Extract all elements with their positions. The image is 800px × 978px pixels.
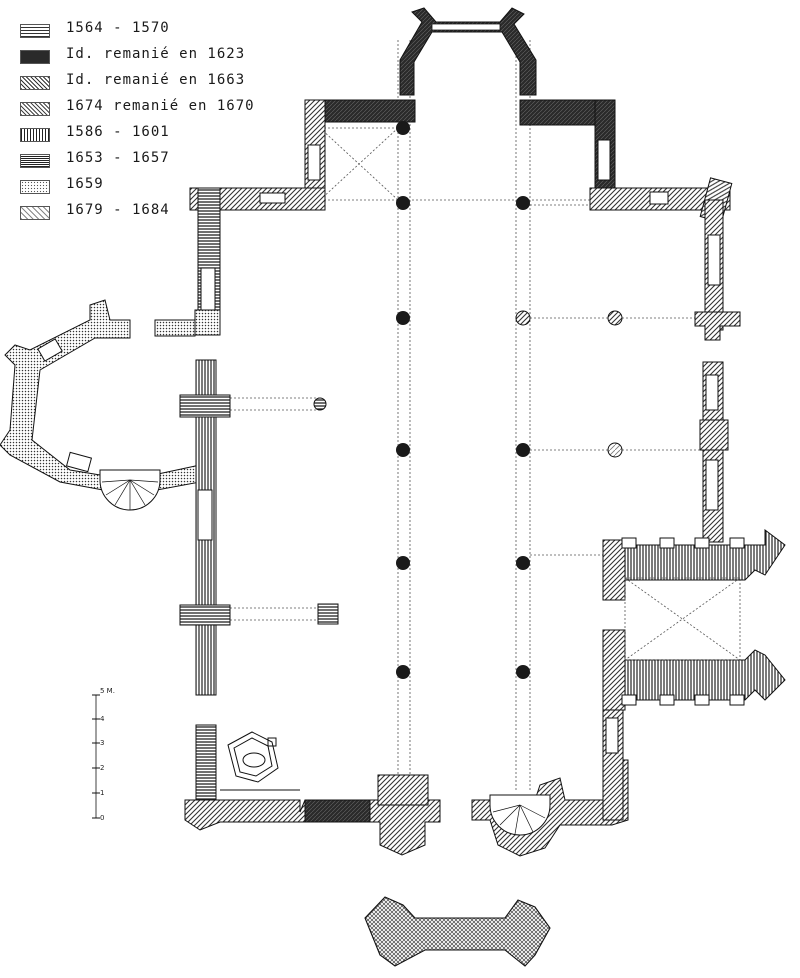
south-porch (602, 529, 786, 711)
scale-tick-2: 2 (100, 764, 104, 772)
legend-swatch-hatched (20, 24, 50, 38)
left-hexagonal-chapel (0, 299, 201, 511)
facade-right (471, 759, 629, 857)
legend-label: Id. remanié en 1663 (66, 72, 246, 88)
scale-unit: 5 M. (100, 687, 115, 695)
right-aisle-wall-middle (699, 361, 729, 543)
legend-label: 1674 remanié en 1670 (66, 98, 255, 114)
left-aisle-wall-lower (179, 359, 231, 801)
scale-tick-1: 1 (100, 789, 104, 797)
legend-item: 1564 - 1570 (20, 20, 280, 46)
legend-swatch-crosshatch (20, 102, 50, 116)
pillar (516, 196, 530, 210)
legend-item: Id. remanié en 1623 (20, 46, 280, 72)
choir-apse (399, 7, 537, 96)
pillar (515, 310, 531, 326)
legend-item: 1674 remanié en 1670 (20, 98, 280, 124)
scale-tick-4: 4 (100, 715, 105, 723)
nave-pillars (313, 121, 623, 679)
legend-label: 1653 - 1657 (66, 150, 170, 166)
pillar (396, 196, 410, 210)
legend-label: 1679 - 1684 (66, 202, 170, 218)
legend-swatch-dark (20, 50, 50, 64)
legend-item: 1653 - 1657 (20, 150, 280, 176)
pillar (516, 556, 530, 570)
legend-swatch-horizontal (20, 154, 50, 168)
legend-label: 1564 - 1570 (66, 20, 170, 36)
baptismal-font (220, 731, 300, 791)
legend-swatch-light (20, 206, 50, 220)
pillar (516, 665, 530, 679)
pillar (396, 443, 410, 457)
legend: 1564 - 1570 Id. remanié en 1623 Id. rema… (20, 20, 280, 228)
legend-label: 1586 - 1601 (66, 124, 170, 140)
legend-item: Id. remanié en 1663 (20, 72, 280, 98)
pillar (396, 556, 410, 570)
scale-tick-0: 0 (100, 814, 104, 822)
legend-label: 1659 (66, 176, 104, 192)
pillar (317, 603, 339, 625)
legend-swatch-dotted (20, 180, 50, 194)
scale-tick-3: 3 (100, 739, 104, 747)
left-chapel-upper (189, 99, 416, 211)
right-aisle-wall-upper (694, 199, 741, 341)
left-aisle-wall-upper (154, 187, 221, 337)
legend-item: 1659 (20, 176, 280, 202)
right-chapel-upper (519, 99, 733, 223)
pillar (313, 397, 327, 411)
legend-swatch-diagonal (20, 76, 50, 90)
legend-swatch-vertical (20, 128, 50, 142)
legend-item: 1586 - 1601 (20, 124, 280, 150)
legend-label: Id. remanié en 1623 (66, 46, 246, 62)
pillar (396, 121, 410, 135)
pillar (607, 442, 623, 458)
west-tower (364, 896, 551, 967)
pillar (396, 665, 410, 679)
legend-item: 1679 - 1684 (20, 202, 280, 228)
pillar (396, 311, 410, 325)
scale-bar: 5 M. 4 3 2 1 0 (92, 687, 115, 822)
pillar (607, 310, 623, 326)
pillar (516, 443, 530, 457)
facade-left (184, 774, 441, 856)
right-aisle-wall-lower (602, 709, 624, 821)
